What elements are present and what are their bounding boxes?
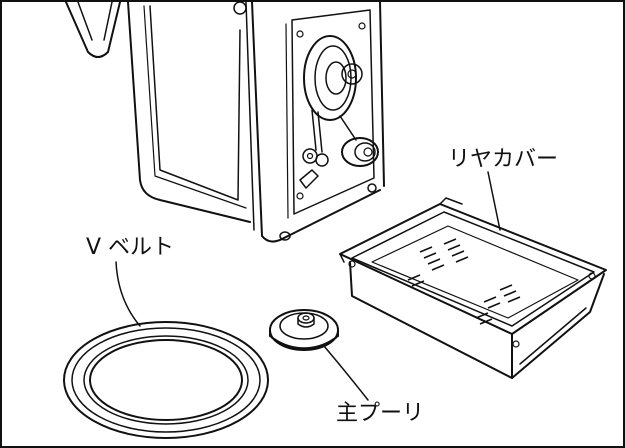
main-pulley (269, 309, 339, 351)
drive-assembly (299, 35, 379, 189)
label-v-belt: V ベルト (86, 235, 174, 260)
leader-main-pulley (323, 345, 369, 401)
label-rear-cover: リヤカバー (448, 147, 558, 172)
leader-v-belt (115, 261, 141, 327)
label-main-pulley: 主プーリ (336, 401, 424, 426)
rear-cover-tray (339, 197, 607, 379)
leader-rear-cover (487, 171, 501, 231)
machine-body (65, 1, 385, 243)
v-belt (63, 321, 269, 439)
